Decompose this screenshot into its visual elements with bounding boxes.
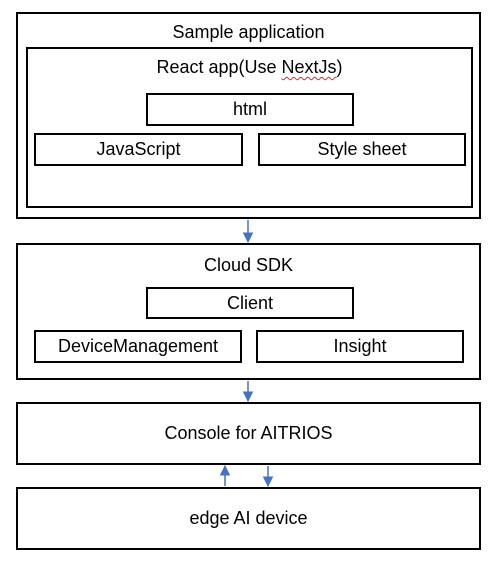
react-app-title-nextjs: NextJs xyxy=(281,57,337,77)
react-app-title-suffix: ) xyxy=(336,57,343,77)
stylesheet-label: Style sheet xyxy=(317,139,407,159)
react-app-box: React app(Use NextJs) html JavaScript St… xyxy=(26,47,473,208)
stylesheet-box: Style sheet xyxy=(258,133,466,166)
device-management-box: DeviceManagement xyxy=(34,330,242,363)
edge-device-box: edge AI device xyxy=(16,487,481,550)
console-label: Console for AITRIOS xyxy=(164,423,333,443)
react-app-title-prefix: React app(Use xyxy=(156,57,282,77)
javascript-label: JavaScript xyxy=(96,139,181,159)
device-management-label: DeviceManagement xyxy=(57,336,219,356)
sample-application-box: Sample application React app(Use NextJs)… xyxy=(16,12,481,219)
insight-box: Insight xyxy=(256,330,464,363)
cloud-sdk-title: Cloud SDK xyxy=(203,255,294,275)
edge-device-label: edge AI device xyxy=(189,508,308,528)
react-app-title: React app(Use NextJs) xyxy=(28,56,471,78)
javascript-box: JavaScript xyxy=(34,133,243,166)
insight-label: Insight xyxy=(333,336,387,356)
cloud-sdk-box: Cloud SDK Client DeviceManagement Insigh… xyxy=(16,243,481,380)
console-box: Console for AITRIOS xyxy=(16,402,481,465)
html-box: html xyxy=(146,93,354,126)
sample-application-title: Sample application xyxy=(172,22,325,42)
html-label: html xyxy=(232,99,267,119)
client-box: Client xyxy=(146,287,354,319)
client-label: Client xyxy=(226,292,274,313)
